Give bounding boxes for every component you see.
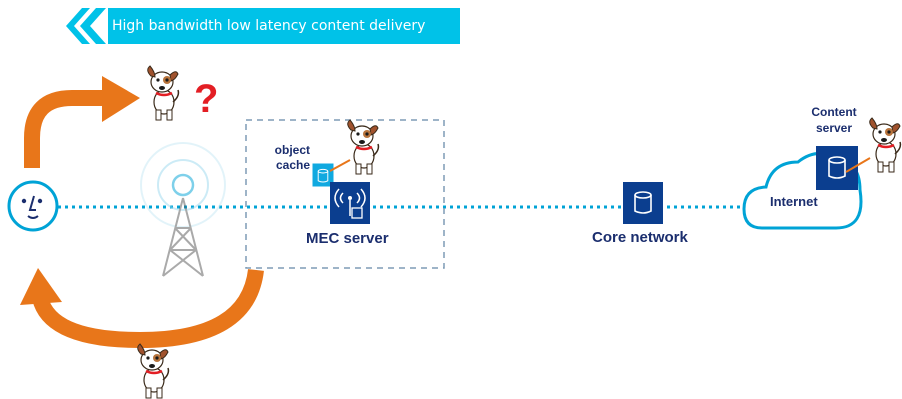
object-cache-icon [311,162,335,188]
banner-title: High bandwidth low latency content deliv… [112,18,426,34]
dog-icon [146,64,180,122]
core-network-node [623,182,663,224]
content-server-label: Content server [811,105,857,135]
response-arrow [20,268,264,349]
request-arrow [24,76,140,168]
internet-label: Internet [770,194,818,209]
question-mark: ? [194,77,218,121]
banner [66,8,460,44]
content-pointer [845,157,871,173]
dog-icon [136,342,170,399]
mec-zone [245,119,445,269]
cell-tower-icon [140,142,226,277]
mec-server-node [330,182,370,224]
core-network-label: Core network [592,229,688,246]
dog-icon [346,118,380,176]
antenna-icon [334,188,366,208]
face-icon [7,180,59,232]
cache-pointer [329,159,351,172]
object-cache-label: object cache [274,143,310,172]
mec-server-label: MEC server [306,230,389,247]
dog-icon [868,116,902,174]
